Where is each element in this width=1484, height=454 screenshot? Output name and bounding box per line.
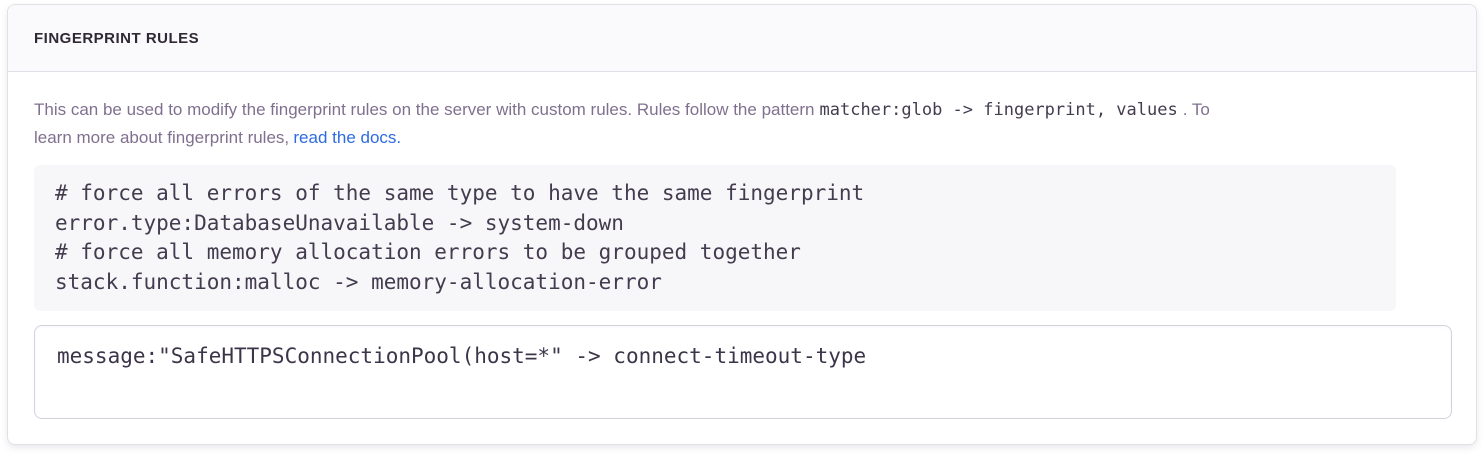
fingerprint-rules-panel: FINGERPRINT RULES This can be used to mo…: [7, 4, 1477, 445]
panel-title: FINGERPRINT RULES: [34, 29, 200, 47]
field-description: This can be used to modify the fingerpri…: [34, 96, 1452, 151]
description-text-part3: learn more about fingerprint rules,: [34, 128, 290, 147]
example-rules-code-block: # force all errors of the same type to h…: [34, 165, 1396, 311]
description-text-part1: This can be used to modify the fingerpri…: [34, 100, 815, 119]
panel-body: This can be used to modify the fingerpri…: [8, 72, 1476, 419]
panel-header: FINGERPRINT RULES: [8, 5, 1476, 72]
fingerprint-rules-input[interactable]: message:"SafeHTTPSConnectionPool(host=*"…: [34, 325, 1452, 419]
description-text-part2: . To: [1182, 100, 1210, 119]
read-the-docs-link[interactable]: read the docs.: [293, 128, 402, 147]
pattern-inline-code: matcher:glob -> fingerprint, values: [819, 100, 1178, 120]
